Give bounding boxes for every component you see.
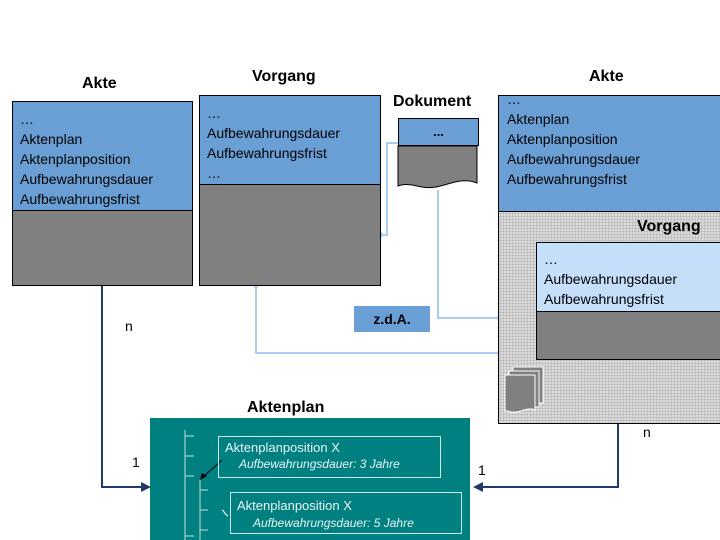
- attribute-line: Aufbewahrungsdauer: [207, 125, 341, 141]
- inner-vorgang-title: Vorgang: [637, 218, 701, 235]
- aktenplanposition-1-detail: Aufbewahrungsdauer: 3 Jahre: [239, 457, 400, 471]
- akte-left-title: Akte: [82, 75, 117, 92]
- dokument-header: ...: [398, 118, 479, 146]
- akte-left-content: [12, 210, 193, 286]
- aktenplanposition-2-detail: Aufbewahrungsdauer: 5 Jahre: [253, 516, 414, 530]
- connector-vorgang-dokument: [380, 142, 398, 236]
- connector-akte-aktenplan: [101, 285, 143, 488]
- attribute-line: Aktenplanposition: [507, 131, 618, 147]
- connector-vorgang-akte: [255, 285, 503, 354]
- vorgang-title: Vorgang: [252, 68, 316, 85]
- connector-dokument-vorgang: [437, 190, 503, 319]
- attribute-line: Aufbewahrungsfrist: [20, 191, 140, 207]
- arrowhead-right: [473, 482, 483, 492]
- attribute-line: …: [544, 251, 558, 267]
- vorgang-attribute-list: … Aufbewahrungsdauer Aufbewahrungsfrist …: [207, 103, 340, 183]
- aktenplanposition-1: Aktenplanposition X Aufbewahrungsdauer: …: [218, 436, 441, 478]
- akte-left-attributes: … Aktenplan Aktenplanposition Aufbewahru…: [12, 101, 193, 211]
- attribute-line: Aufbewahrungsdauer: [544, 271, 678, 287]
- document-stack-icon: [504, 366, 544, 413]
- cardinality-left-n: n: [125, 318, 133, 334]
- akte-right-attributes: … Aktenplan Aktenplanposition Aufbewahru…: [498, 91, 720, 212]
- attribute-line: Aufbewahrungsfrist: [207, 145, 327, 161]
- attribute-line: Aufbewahrungsdauer: [507, 151, 641, 167]
- cardinality-left-1: 1: [132, 454, 140, 470]
- aktenplan-box: Aktenplanposition X Aufbewahrungsdauer: …: [150, 418, 470, 540]
- aktenplan-tree: [184, 430, 229, 540]
- attribute-line: Aufbewahrungsfrist: [544, 291, 664, 307]
- attribute-line: …: [507, 91, 521, 107]
- vorgang-content: [199, 184, 381, 286]
- vorgang-attributes: … Aufbewahrungsdauer Aufbewahrungsfrist …: [199, 95, 381, 185]
- aktenplanposition-2: Aktenplanposition X Aufbewahrungsdauer: …: [230, 492, 462, 534]
- attribute-line: Aufbewahrungsdauer: [20, 171, 154, 187]
- attribute-line: …: [207, 165, 221, 181]
- aktenplanposition-2-name: Aktenplanposition X: [237, 498, 352, 513]
- attribute-line: Aktenplanposition: [20, 151, 131, 167]
- dokument-title: Dokument: [393, 93, 472, 110]
- aktenplan-title: Aktenplan: [247, 399, 325, 416]
- akte-left-attribute-list: … Aktenplan Aktenplanposition Aufbewahru…: [20, 109, 153, 209]
- attribute-line: Aufbewahrungsfrist: [507, 171, 627, 187]
- cardinality-right-n: n: [643, 424, 651, 440]
- attribute-line: …: [207, 105, 221, 121]
- cardinality-right-1: 1: [478, 462, 486, 478]
- inner-vorgang-attribute-list: … Aufbewahrungsdauer Aufbewahrungsfrist: [544, 249, 677, 309]
- attribute-line: …: [20, 111, 34, 127]
- akte-right-title: Akte: [589, 68, 624, 85]
- zda-label: z.d.A.: [354, 306, 430, 332]
- attribute-line: Aktenplan: [20, 131, 83, 147]
- connector-akteright-aktenplan: [481, 422, 619, 488]
- inner-vorgang-attributes: … Aufbewahrungsdauer Aufbewahrungsfrist: [536, 242, 720, 312]
- akte-right-attribute-list: … Aktenplan Aktenplanposition Aufbewahru…: [507, 89, 640, 189]
- attribute-line: Aktenplan: [507, 111, 570, 127]
- aktenplanposition-1-name: Aktenplanposition X: [225, 440, 340, 455]
- arrowhead-left: [141, 482, 151, 492]
- inner-vorgang-content: [536, 311, 720, 360]
- dokument-shape: [397, 145, 478, 189]
